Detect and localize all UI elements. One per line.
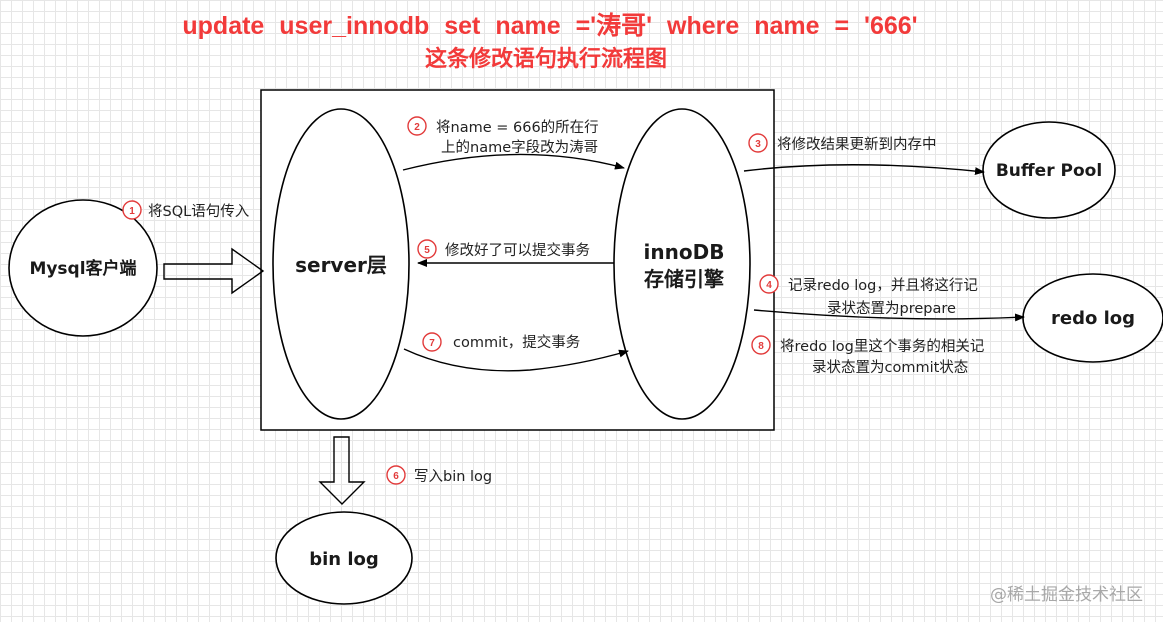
step3-badge: 3	[748, 133, 768, 153]
sql-title: update user_innodb set name ='涛哥' where …	[182, 12, 918, 40]
svg-text:1: 1	[129, 206, 135, 217]
svg-text:8: 8	[758, 341, 764, 352]
innodb-label-line2: 存储引擎	[644, 267, 724, 291]
step8-badge: 8	[751, 335, 771, 355]
step2-text-line2: 上的name字段改为涛哥	[441, 139, 598, 156]
step4-text-line1: 记录redo log，并且将这行记	[788, 277, 978, 294]
step6-badge: 6	[386, 465, 406, 485]
bin-log-label: bin log	[309, 549, 379, 570]
watermark: @稀土掘金技术社区	[990, 585, 1143, 605]
client-label: Mysql客户端	[29, 258, 136, 279]
innodb-node	[613, 108, 751, 420]
client-node	[8, 199, 158, 337]
svg-text:5: 5	[424, 245, 430, 256]
server-label: server层	[295, 253, 387, 277]
server-node	[272, 108, 410, 420]
step3-arrow	[743, 164, 985, 176]
step8-text-line1: 将redo log里这个事务的相关记	[780, 338, 984, 355]
step2-badge: 2	[407, 116, 427, 136]
step1-text: 将SQL语句传入	[148, 203, 249, 220]
step8-text-line2: 录状态置为commit状态	[812, 359, 968, 376]
innodb-label-line1: innoDB	[644, 240, 725, 264]
svg-text:2: 2	[414, 122, 420, 133]
svg-text:6: 6	[393, 471, 399, 482]
step7-arrow	[403, 348, 629, 372]
diagram-subtitle: 这条修改语句执行流程图	[424, 46, 667, 71]
bin-log-node	[275, 511, 413, 605]
server-to-binlog-arrow	[318, 436, 366, 505]
svg-text:7: 7	[429, 338, 435, 349]
step4-badge: 4	[759, 274, 779, 294]
step2-arrow	[402, 153, 625, 171]
svg-text:4: 4	[766, 280, 772, 291]
client-to-server-arrow	[163, 247, 265, 295]
buffer-pool-label: Buffer Pool	[996, 161, 1102, 181]
step7-badge: 7	[422, 332, 442, 352]
step6-text: 写入bin log	[414, 469, 492, 485]
step3-text: 将修改结果更新到内存中	[777, 136, 937, 153]
step4-8-arrow	[753, 309, 1025, 322]
step7-text: commit，提交事务	[453, 333, 580, 351]
step2-text-line1: 将name = 666的所在行	[436, 119, 599, 136]
svg-text:3: 3	[755, 139, 761, 150]
step5-text: 修改好了可以提交事务	[445, 241, 590, 259]
step5-badge: 5	[417, 239, 437, 259]
step4-text-line2: 录状态置为prepare	[827, 300, 956, 317]
redo-log-label: redo log	[1051, 308, 1135, 329]
step1-badge: 1	[122, 200, 142, 220]
